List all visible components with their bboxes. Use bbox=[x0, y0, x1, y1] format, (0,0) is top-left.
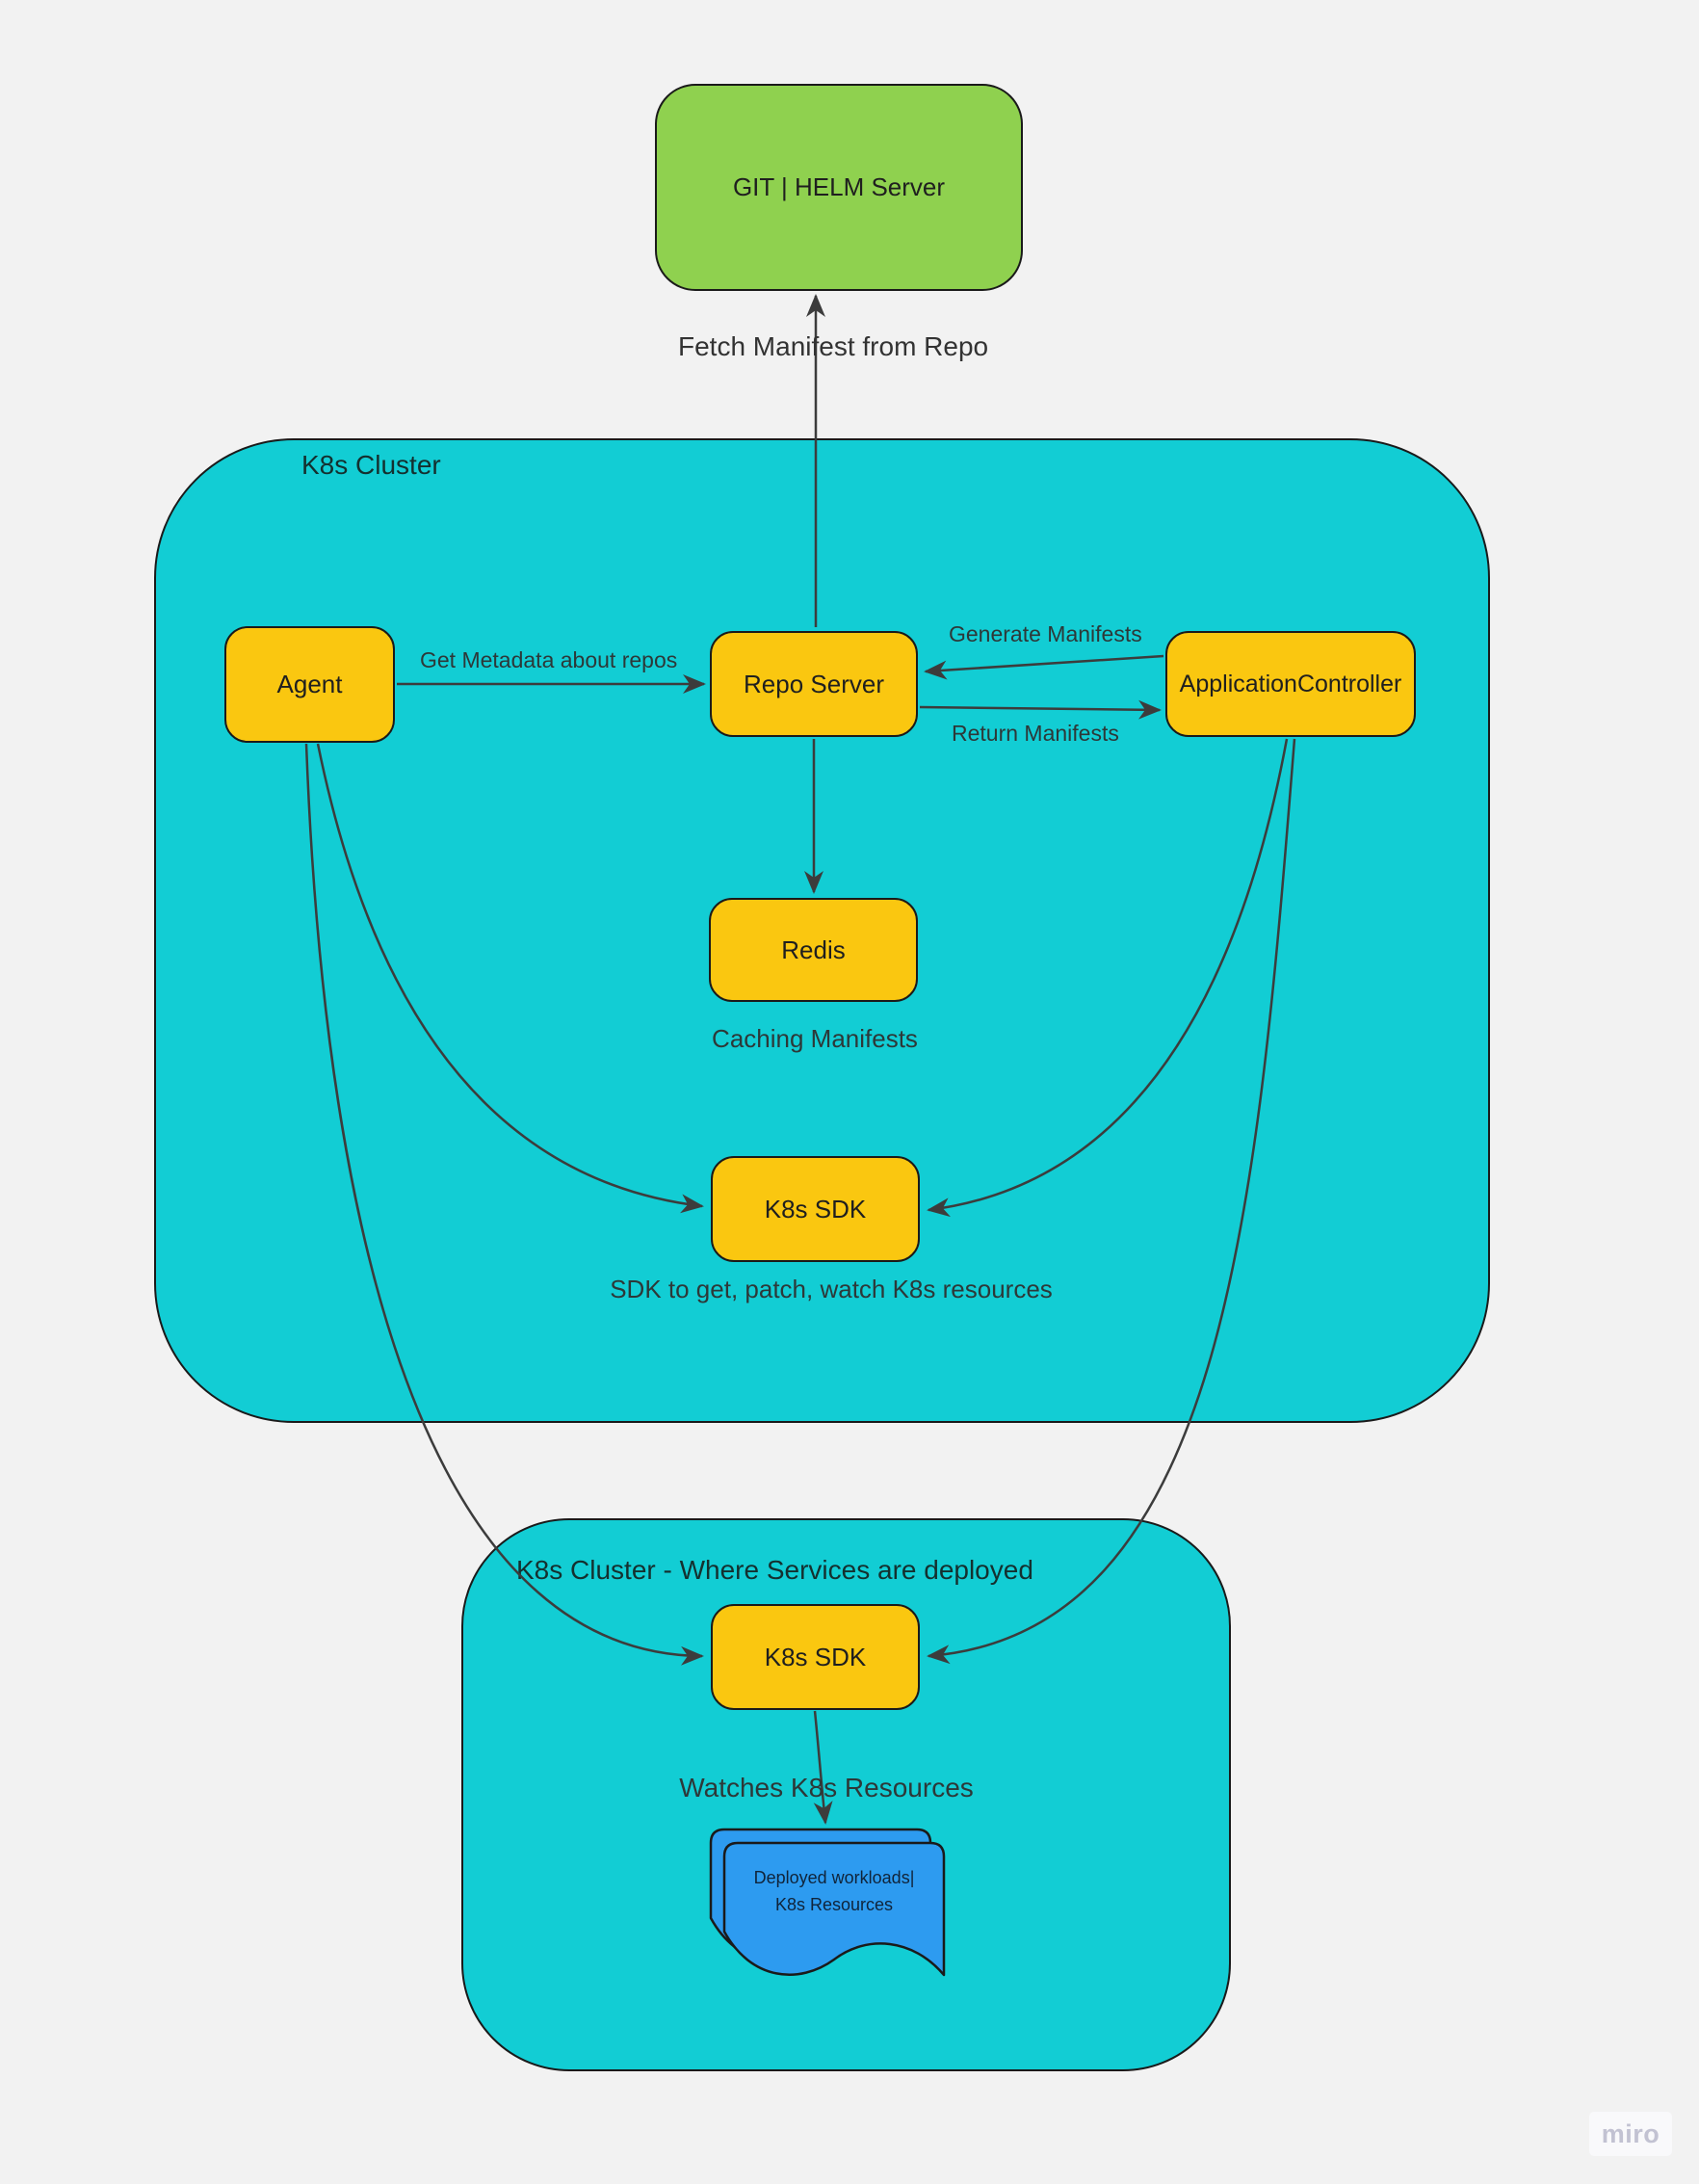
label-sdk-description: SDK to get, patch, watch K8s resources bbox=[610, 1275, 1053, 1303]
node-application-controller-label: ApplicationController bbox=[1179, 670, 1402, 697]
node-agent[interactable]: Agent bbox=[224, 626, 395, 743]
node-git-helm-server-label: GIT | HELM Server bbox=[732, 172, 946, 201]
label-get-metadata: Get Metadata about repos bbox=[420, 647, 678, 672]
edge-agent-to-k8s-sdk-deploy[interactable] bbox=[304, 743, 704, 1666]
edge-appcontroller-to-k8s-sdk-main[interactable] bbox=[927, 738, 1289, 1218]
node-git-helm-server[interactable]: GIT | HELM Server bbox=[655, 84, 1023, 291]
miro-watermark: miro bbox=[1589, 2112, 1672, 2156]
edge-agent-to-k8s-sdk-main[interactable] bbox=[316, 743, 704, 1214]
workloads-document-text: Deployed workloads| K8s Resources bbox=[730, 1865, 938, 1919]
label-fetch-manifest: Fetch Manifest from Repo bbox=[678, 331, 989, 361]
cluster-k8s-main-title: K8s Cluster bbox=[301, 450, 441, 480]
miro-logo: miro bbox=[1601, 2118, 1660, 2148]
node-redis-label: Redis bbox=[781, 934, 846, 964]
label-generate-manifests: Generate Manifests bbox=[949, 621, 1142, 646]
node-repo-server[interactable]: Repo Server bbox=[710, 631, 918, 737]
edge-k8s-sdk-deploy-to-workloads[interactable] bbox=[813, 1710, 833, 1825]
workloads-document-line1: Deployed workloads| bbox=[753, 1868, 915, 1887]
edge-appcontroller-to-k8s-sdk-deploy[interactable] bbox=[927, 738, 1296, 1665]
node-k8s-sdk-main[interactable]: K8s SDK bbox=[711, 1156, 920, 1262]
workloads-document-shape[interactable] bbox=[709, 1828, 946, 1977]
cluster-k8s-deploy-title: K8s Cluster - Where Services are deploye… bbox=[516, 1555, 1033, 1585]
node-repo-server-label: Repo Server bbox=[744, 669, 884, 698]
edge-repo-server-to-appcontroller[interactable] bbox=[919, 699, 1162, 720]
node-k8s-sdk-deploy[interactable]: K8s SDK bbox=[711, 1604, 920, 1710]
node-application-controller[interactable]: ApplicationController bbox=[1165, 631, 1416, 737]
edge-appcontroller-to-repo-server[interactable] bbox=[924, 654, 1164, 680]
node-k8s-sdk-deploy-label: K8s SDK bbox=[764, 1642, 867, 1671]
workloads-document-line2: K8s Resources bbox=[774, 1894, 894, 1914]
label-return-manifests: Return Manifests bbox=[952, 721, 1119, 746]
label-watches-resources: Watches K8s Resources bbox=[679, 1773, 974, 1802]
node-agent-label: Agent bbox=[276, 670, 343, 698]
document-front-sheet bbox=[722, 1841, 946, 1977]
node-redis[interactable]: Redis bbox=[709, 898, 918, 1002]
label-caching-manifests: Caching Manifests bbox=[712, 1024, 918, 1053]
node-k8s-sdk-main-label: K8s SDK bbox=[764, 1194, 867, 1224]
